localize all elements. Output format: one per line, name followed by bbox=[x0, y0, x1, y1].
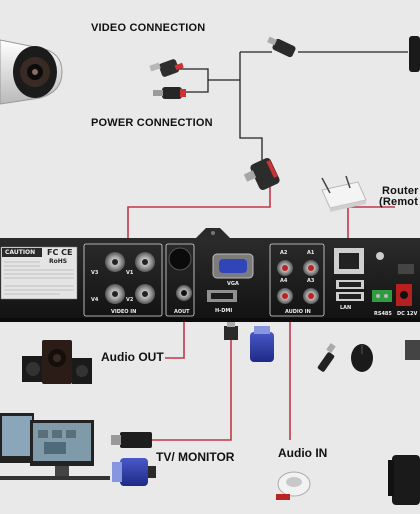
a3-label: A3 bbox=[307, 278, 315, 284]
rs485-label: RS485 bbox=[374, 311, 392, 317]
usb-port bbox=[336, 280, 364, 301]
vga-port bbox=[212, 253, 254, 279]
audio-in-label: Audio IN bbox=[278, 446, 328, 460]
video-balun-connector bbox=[149, 59, 184, 77]
vga-plug-panel bbox=[250, 326, 274, 362]
video-in-label: VIDEO IN bbox=[111, 309, 137, 315]
video-connection-label: VIDEO CONNECTION bbox=[91, 22, 206, 34]
video-in-box bbox=[83, 243, 163, 317]
usb-flash-drive bbox=[317, 343, 336, 372]
power-dc-jack bbox=[396, 284, 412, 306]
router-label: Router bbox=[382, 185, 419, 197]
speaker-system bbox=[22, 340, 92, 384]
hdmi-cable-plug bbox=[111, 432, 152, 448]
vga-label: VGA bbox=[227, 281, 239, 287]
v1-label: V1 bbox=[126, 270, 134, 276]
fan-grille bbox=[168, 247, 192, 271]
aout-label: AOUT bbox=[174, 309, 190, 315]
usb-mouse bbox=[351, 344, 373, 372]
rs485-terminal bbox=[372, 290, 392, 302]
rca-audio-port bbox=[277, 260, 319, 304]
a4-label: A4 bbox=[280, 278, 288, 284]
dvr-rear-panel bbox=[0, 228, 420, 322]
v3-label: V3 bbox=[91, 270, 99, 276]
audio-in-panel-label: AUDIO IN bbox=[285, 309, 311, 315]
hdmi-plug-panel bbox=[224, 322, 238, 340]
caution-text: CAUTION bbox=[5, 249, 36, 256]
hdmi-port bbox=[207, 290, 237, 302]
lan-port bbox=[334, 248, 364, 274]
power-split-connector bbox=[267, 36, 296, 58]
bnc-port bbox=[105, 252, 155, 304]
top-wiring bbox=[173, 51, 408, 160]
power-adapter-plug bbox=[409, 36, 420, 72]
dc12v-label: DC 12V bbox=[397, 311, 418, 317]
cctv-camera bbox=[0, 39, 63, 105]
power-connection-label: POWER CONNECTION bbox=[91, 117, 213, 129]
v2-label: V2 bbox=[126, 297, 134, 303]
aout-port bbox=[176, 285, 192, 301]
hdmi-label: H-DMI bbox=[215, 308, 233, 314]
lan-label: LAN bbox=[340, 305, 352, 311]
tv-monitor-label: TV/ MONITOR bbox=[156, 450, 235, 464]
ground-screw bbox=[376, 252, 384, 260]
router-remote-label: (Remot bbox=[379, 196, 419, 208]
microphone bbox=[276, 471, 311, 500]
video-balun-lower bbox=[243, 157, 280, 191]
power-plug-connector bbox=[153, 87, 186, 99]
v4-label: V4 bbox=[91, 297, 99, 303]
a1-label: A1 bbox=[307, 250, 315, 256]
audio-out-label: Audio OUT bbox=[101, 350, 164, 364]
network-cable-right bbox=[405, 340, 420, 360]
certification-marks: FC CE bbox=[47, 248, 73, 257]
tv-monitor bbox=[0, 413, 110, 480]
vga-cable-plug bbox=[112, 458, 156, 486]
router-device bbox=[321, 175, 367, 212]
rohs-mark: RoHS bbox=[49, 258, 68, 265]
a2-label: A2 bbox=[280, 250, 288, 256]
power-adapter-right bbox=[388, 455, 420, 505]
